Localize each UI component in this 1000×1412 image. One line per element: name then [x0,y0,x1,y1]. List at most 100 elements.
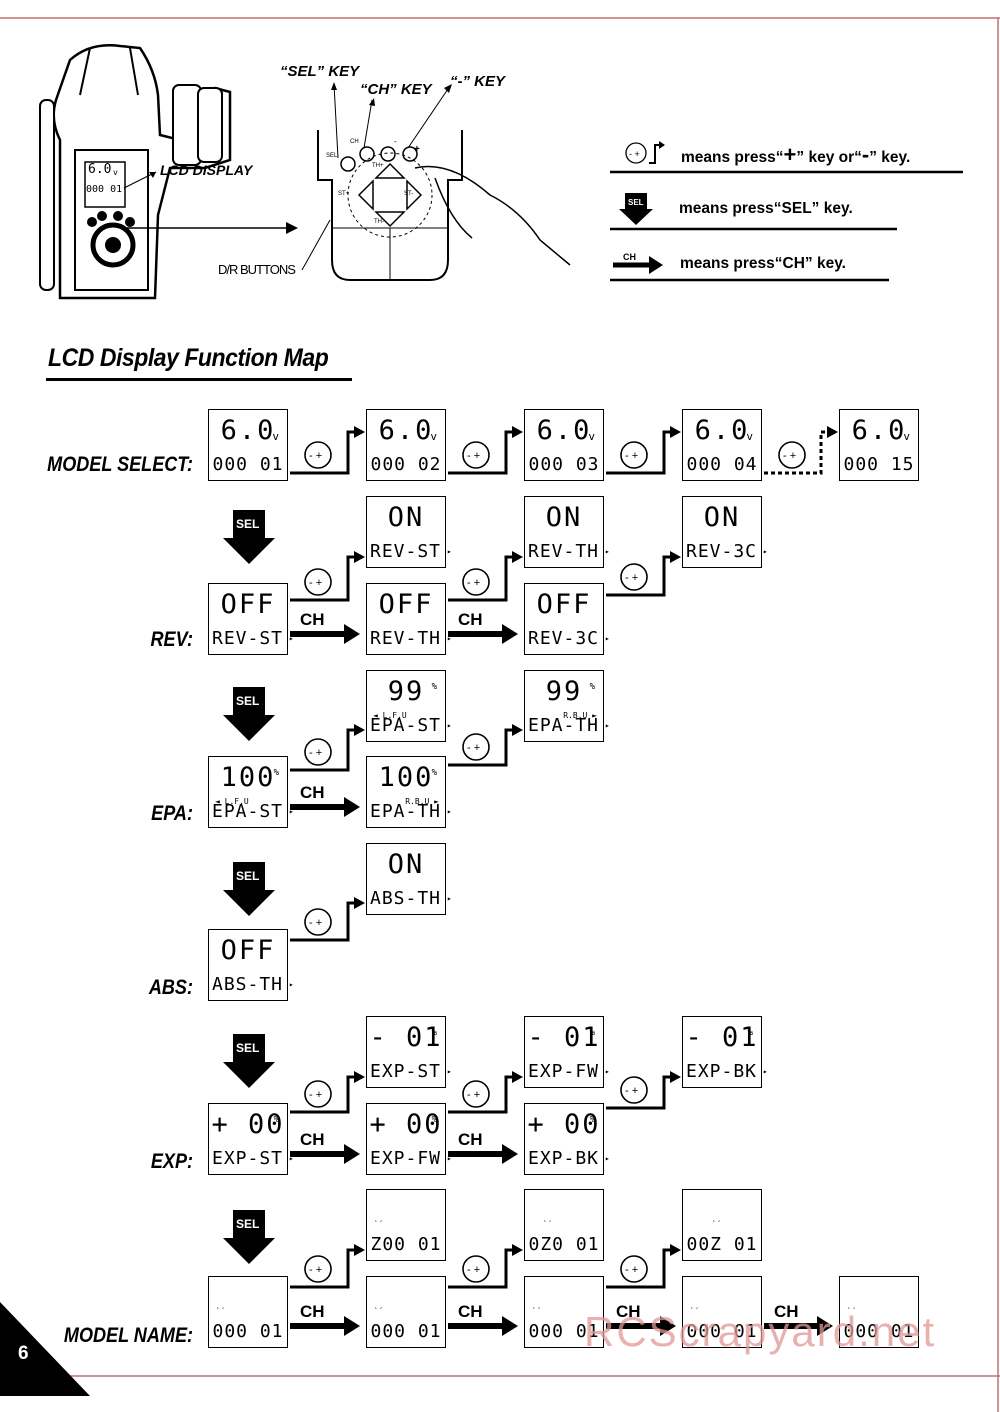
lcd-top-value: 6.0 [220,415,276,446]
exp-pm3-key-icon [620,1076,648,1104]
mn-pm3-arrowhead [670,1244,681,1256]
lcd-unit: % [431,1115,437,1125]
sel-abs-label: SEL [236,869,259,883]
sel-mn-box [233,1210,265,1238]
rev-ch2-arrowhead [502,624,518,644]
lcd-unit: % [431,1028,437,1038]
exp-ch1-arrowhead [344,1144,360,1164]
legend-plus-minus-text: means press“+” key or“-” key. [681,142,911,167]
mn-ch4-arrowhead [817,1316,833,1336]
lcd-blink-mark: ‵′ [689,1307,700,1317]
epa-pm1-arrowhead [354,724,365,736]
ms-pm4-key-icon [778,441,806,469]
lcd-unit: % [273,1115,279,1125]
exp-pm2-line [448,1075,514,1114]
lcd-screen-mn-z3: ‵′00Z 01 [682,1189,762,1261]
lcd-bottom-text: 000 01 [370,1321,442,1342]
lcd-bottom-text: 00Z 01 [686,1234,758,1255]
legend-sel-text: means press“SEL” key. [679,200,853,217]
epa-pm2-key-icon [462,733,490,761]
lcd-unit: % [431,768,437,778]
lcd-screen-mn-z1: ‵′Z00 01 [366,1189,446,1261]
lcd-screen-exp-p2: + 00%EXP-FW ▸ [366,1103,453,1175]
exp-pm1-key-icon [304,1080,332,1108]
mn-pm1-key-icon [304,1255,332,1283]
sel-panel-label: SEL [326,153,338,159]
rev-pm3-key-icon [620,563,648,591]
lcd-blink-mark: ‵′ [531,1307,542,1317]
rev-ch1-label: CH [300,610,325,629]
mn-pm2-key-glyph: - + [467,1264,480,1276]
lcd-top-value: OFF [378,589,434,620]
exp-ch1-label: CH [300,1130,325,1149]
lcd-top-value: + 00 [211,1109,285,1140]
lcd-display-label: LCD DISPLAY [160,162,253,178]
row-label-rev: REV: [150,628,193,651]
plus-panel-label: + [414,144,420,155]
row-label-abs: ABS: [148,976,193,999]
lcd-screen-epa100b: 100%R.B.U ►EPA-TH ▸ [366,756,453,828]
row-label-model-select: MODEL SELECT: [47,453,194,476]
exp-pm2-key-icon [462,1080,490,1108]
mn-ch1-arrowhead [344,1316,360,1336]
lcd-screen-exp-m3: - 01%EXP-BK ▸ [682,1016,768,1088]
rev-pm2-line [448,555,514,602]
rev-pm1-key-icon [304,568,332,596]
lcd-unit: v [903,430,910,443]
lcd-bottom-text: EXP-ST ▸ [370,1061,453,1082]
plus-minus-key-icon [625,142,647,164]
epa-pm1-line [290,728,356,772]
rev-pm3-arrowhead [670,551,681,563]
lcd-top-value: 6.0 [536,415,592,446]
rev-pm3-key-glyph: - + [625,572,638,584]
lcd-bottom-text: 0Z0 01 [528,1234,600,1255]
lcd-bottom-text: EPA-TH ▸ [528,715,611,736]
lcd-top-value: - 01 [527,1022,601,1053]
lcd-bottom-text: REV-TH ▸ [528,541,611,562]
exp-pm1-line [290,1075,356,1114]
ms-pm2-key-glyph: - + [467,450,480,462]
mn-pm1-key-glyph: - + [309,1264,322,1276]
lcd-bottom-text: EXP-ST ▸ [212,1148,295,1169]
lcd-unit: % [589,1028,595,1038]
lcd-bottom-text: EXP-FW ▸ [370,1148,453,1169]
lcd-bottom-text: 000 01 [843,1321,915,1342]
legend-ch-text: means press“CH” key. [680,255,846,272]
lcd-bottom-text: EPA-TH ▸ [370,801,453,822]
exp-pm2-key-glyph: - + [467,1089,480,1101]
sel-exp-arrowhead [223,1062,275,1088]
lcd-bottom-text: 000 01 [686,1321,758,1342]
lcd-top-value: ON [703,502,741,533]
mn-ch3-arrowhead [660,1316,676,1336]
lcd-unit: % [589,682,595,692]
lcd-unit: % [589,1115,595,1125]
lcd-top-value: 100 [220,762,276,793]
lcd-top-value: OFF [536,589,592,620]
lcd-screen-exp-m1: - 01%EXP-ST ▸ [366,1016,453,1088]
rev-ch1-arrowhead [344,624,360,644]
abs-pm1-key-glyph: - + [309,917,322,929]
mn-ch4-label: CH [774,1302,799,1321]
lcd-bottom-text: 000 01 [212,1321,284,1342]
rev-pm2-key-icon [462,568,490,596]
epa-pm2-key-glyph: - + [467,742,480,754]
ms-pm1-line [290,430,356,475]
lcd-unit: v [746,430,753,443]
lcd-top-value: 6.0 [378,415,434,446]
abs-pm1-arrowhead [354,897,365,909]
lcd-top-value: 100 [378,762,434,793]
lcd-bottom-text: EPA-ST ▸ [212,801,295,822]
ms-pm4-arrowhead [827,426,838,438]
rev-pm3-line [606,555,672,597]
lcd-bottom-text: 000 03 [528,454,600,475]
lcd-top-value: 99 [545,676,583,707]
lcd-bottom-text: REV-TH ▸ [370,628,453,649]
sel-epa-label: SEL [236,694,259,708]
epa-pm2-arrowhead [512,724,523,736]
